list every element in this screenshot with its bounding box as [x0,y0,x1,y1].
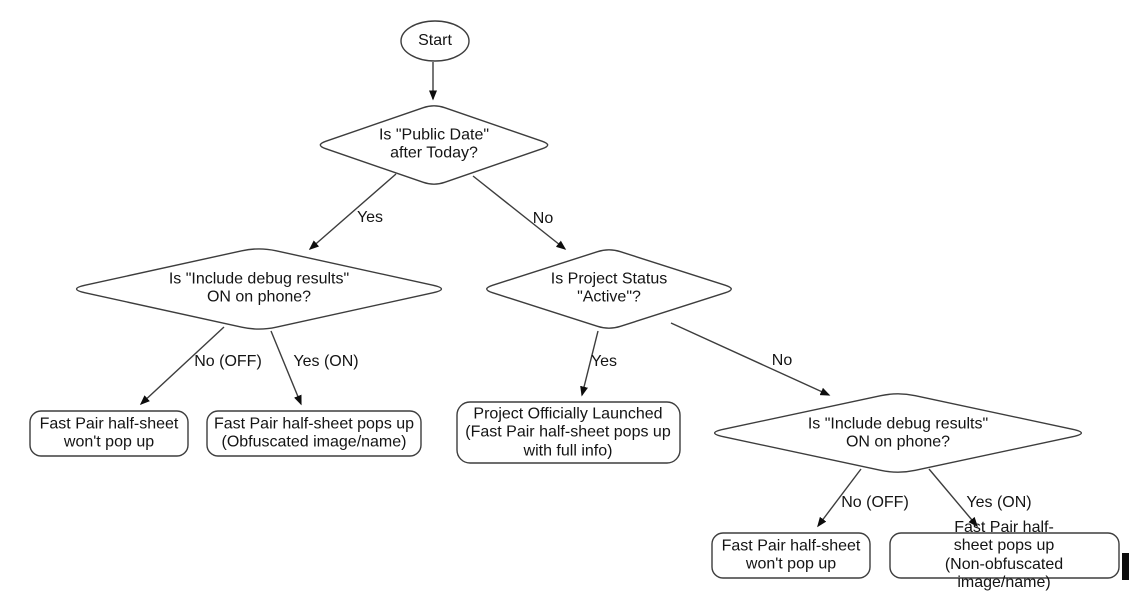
edge-public-date-no [472,175,567,250]
decision-project-status-shape [486,249,732,329]
edge-debug-right-no-off [817,468,862,528]
decision-debug-right-shape [713,393,1083,473]
edge-status-no [670,322,831,396]
terminal-wont-popup-left-shape [29,410,189,457]
terminal-obfuscated-shape [206,410,422,457]
terminal-launched-shape [456,401,681,464]
edge-debug-left-no-off [139,326,225,406]
terminal-wont-popup-right-shape [711,532,871,579]
edge-debug-left-yes-on [270,330,302,406]
edge-public-date-yes [308,173,397,250]
edge-debug-right-yes-on [928,468,978,528]
terminal-non-obfuscated-shape [889,532,1120,579]
decision-public-date-shape [319,105,549,185]
text-caret-artifact [1122,553,1129,580]
edge-status-yes [580,330,599,397]
decision-debug-left-shape [75,248,443,330]
start-node-shape [400,20,470,62]
